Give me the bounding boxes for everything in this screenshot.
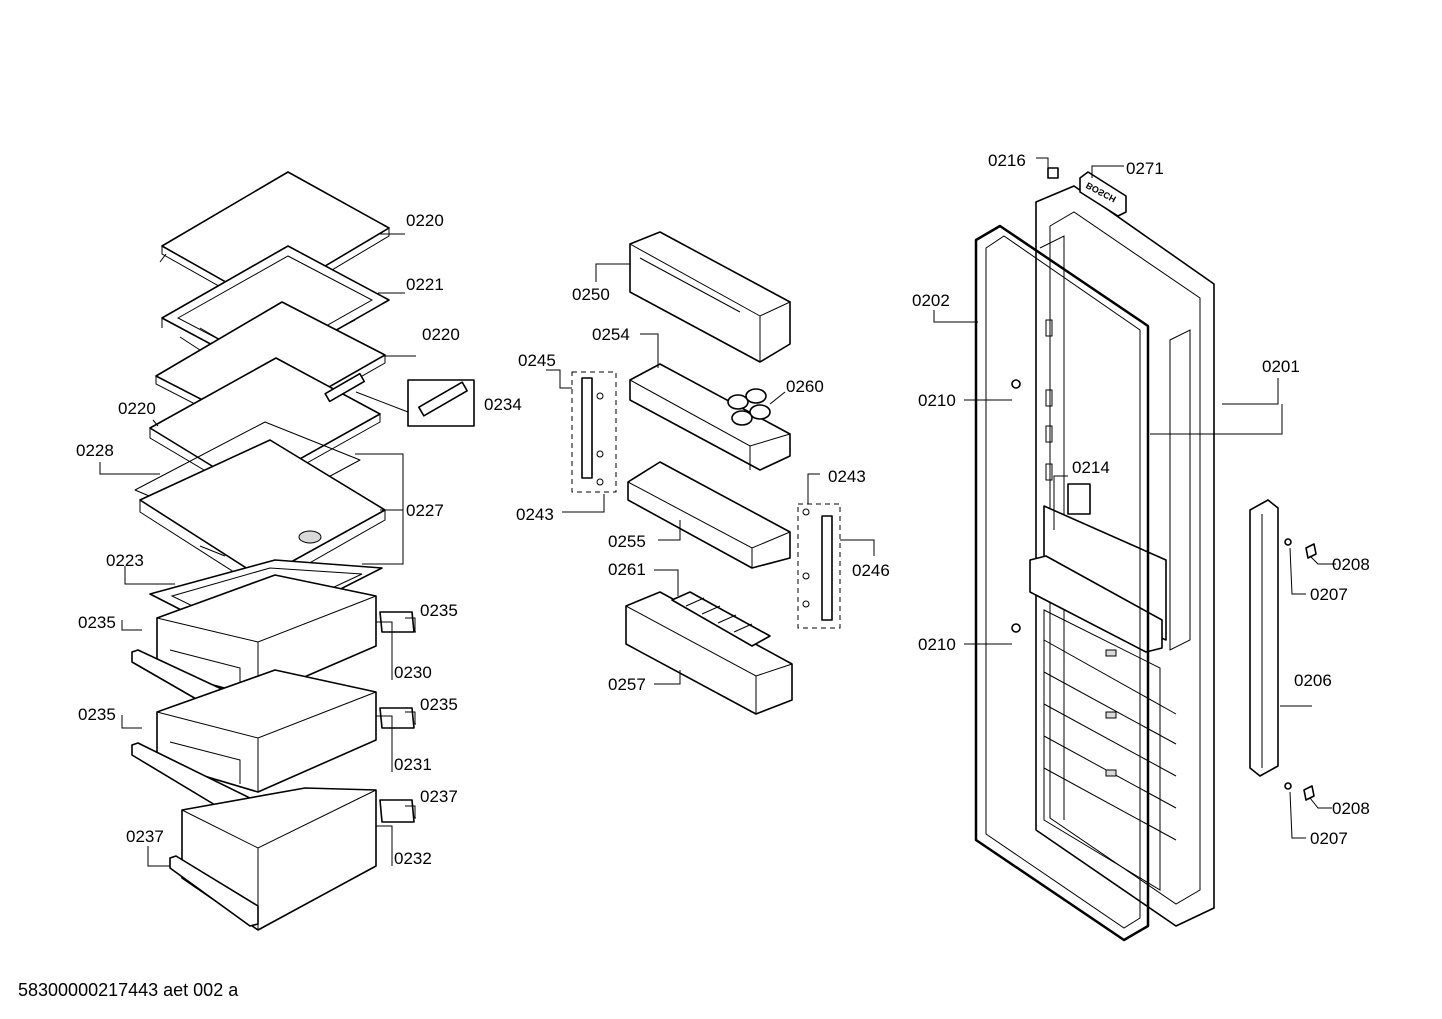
callout-labels: 0220 0221 0220 0220 0234 0228 0227 0223 …	[76, 151, 1370, 868]
drawer-0232	[169, 787, 415, 931]
label-0250: 0250	[572, 285, 610, 304]
label-0210-b: 0210	[918, 635, 956, 654]
label-0235-b: 0235	[420, 601, 458, 620]
door-shelf-0257	[625, 591, 793, 715]
label-0260: 0260	[786, 377, 824, 396]
label-0235-c: 0235	[78, 705, 116, 724]
label-0261: 0261	[608, 560, 646, 579]
leader-lines-middle	[546, 263, 875, 685]
label-0243-b: 0243	[516, 505, 554, 524]
label-0207-b: 0207	[1310, 829, 1348, 848]
leader-lines-left	[99, 233, 416, 867]
rail-0246	[797, 503, 841, 629]
screws-0207-0208	[1284, 538, 1317, 801]
label-0220-top: 0220	[406, 211, 444, 230]
label-0228: 0228	[76, 441, 114, 460]
label-0216: 0216	[988, 151, 1026, 170]
label-0235-d: 0235	[420, 695, 458, 714]
label-0237-a: 0237	[420, 787, 458, 806]
label-0210-a: 0210	[918, 391, 956, 410]
label-0234: 0234	[484, 395, 522, 414]
label-0223: 0223	[106, 551, 144, 570]
label-0245: 0245	[518, 351, 556, 370]
drawing-number: 58300000217443 aet 002 a	[18, 980, 239, 1000]
label-0227: 0227	[406, 501, 444, 520]
door-shelf-0255	[627, 461, 791, 569]
insert-0261	[671, 591, 771, 647]
cap-0216	[1047, 167, 1059, 179]
label-0235-a: 0235	[78, 613, 116, 632]
label-0208-b: 0208	[1332, 799, 1370, 818]
label-0257: 0257	[608, 675, 646, 694]
label-0220-lower: 0220	[118, 399, 156, 418]
label-0206: 0206	[1294, 671, 1332, 690]
label-0237-b: 0237	[126, 827, 164, 846]
label-0255: 0255	[608, 532, 646, 551]
label-0221: 0221	[406, 275, 444, 294]
label-0271: 0271	[1126, 159, 1164, 178]
flap-0214	[1029, 483, 1167, 653]
screws-0210	[1011, 379, 1021, 633]
door-shelf-0254	[629, 363, 791, 471]
door-gasket-0202	[974, 224, 1150, 942]
door-liner-panel	[1043, 609, 1177, 891]
label-0254: 0254	[592, 325, 630, 344]
label-0243-a: 0243	[828, 467, 866, 486]
door-shelf-0250	[629, 231, 791, 363]
leader-lines-right	[933, 157, 1336, 839]
egg-tray-0260	[727, 388, 771, 426]
label-0231: 0231	[394, 755, 432, 774]
label-0207-a: 0207	[1310, 585, 1348, 604]
label-0202: 0202	[912, 291, 950, 310]
label-0230: 0230	[394, 663, 432, 682]
divider-part-0234	[324, 372, 475, 427]
rail-0245	[571, 371, 617, 493]
label-0201: 0201	[1262, 357, 1300, 376]
handle-0206	[1249, 499, 1279, 777]
label-0232: 0232	[394, 849, 432, 868]
label-0246: 0246	[852, 561, 890, 580]
label-0220-middle: 0220	[422, 325, 460, 344]
label-0208-a: 0208	[1332, 555, 1370, 574]
label-0214: 0214	[1072, 458, 1110, 477]
